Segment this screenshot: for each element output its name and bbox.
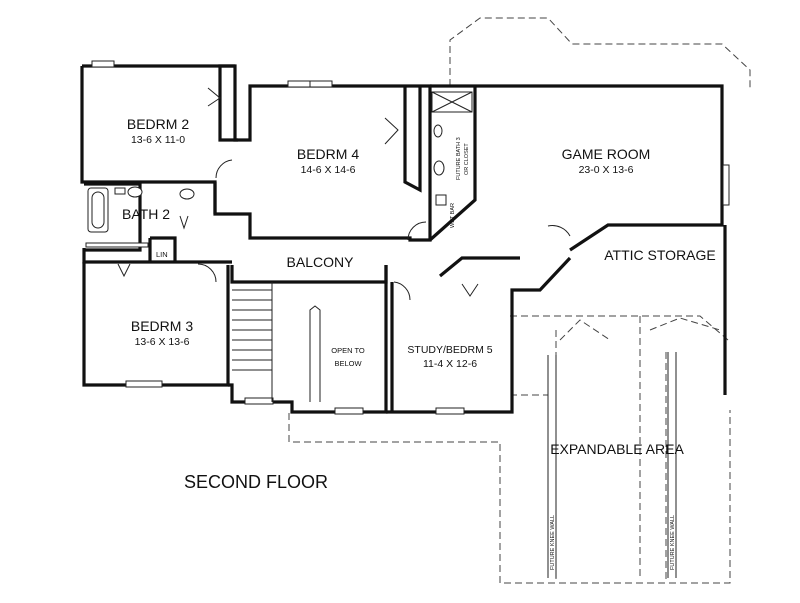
game-room-dims: 23-0 X 13-6: [579, 164, 634, 176]
bedrm4-name: BEDRM 4: [297, 146, 359, 162]
wet-bar-note: WET BAR: [450, 203, 456, 228]
study-name: STUDY/BEDRM 5: [407, 344, 492, 356]
doors: [117, 87, 571, 301]
game-room-name: GAME ROOM: [562, 146, 651, 162]
open-to-below-line2: BELOW: [334, 359, 362, 368]
bedrm2-name: BEDRM 2: [127, 116, 189, 132]
attic-storage-name: ATTIC STORAGE: [604, 247, 716, 263]
roof-outline: [288, 17, 751, 584]
study-dims: 11-4 X 12-6: [423, 358, 477, 370]
bedrm4-dims: 14-6 X 14-6: [301, 164, 356, 176]
knee-wall-right-note: FUTURE KNEE WALL: [670, 515, 676, 570]
fixtures: [85, 91, 473, 248]
open-to-below-line1: OPEN TO: [331, 346, 365, 355]
room-labels: BEDRM 2 13-6 X 11-0 BEDRM 4 14-6 X 14-6 …: [122, 116, 716, 492]
notes: FUTURE BATH 3 OR CLOSET WET BAR FUTURE K…: [450, 137, 676, 570]
floor-title: SECOND FLOOR: [184, 472, 328, 492]
knee-wall-left-note: FUTURE KNEE WALL: [550, 515, 556, 570]
balcony-name: BALCONY: [287, 254, 355, 270]
lin-name: LIN: [156, 250, 168, 259]
windows: [91, 60, 730, 415]
bedrm3-dims: 13-6 X 13-6: [135, 336, 190, 348]
bedrm3-name: BEDRM 3: [131, 318, 193, 334]
bedrm2-dims: 13-6 X 11-0: [131, 134, 185, 146]
or-closet-note: OR CLOSET: [464, 143, 470, 175]
bath2-name: BATH 2: [122, 206, 170, 222]
stairs: [232, 282, 321, 402]
walls: [80, 64, 727, 414]
expandable-area-name: EXPANDABLE AREA: [550, 441, 684, 457]
future-bath-note: FUTURE BATH 3: [456, 137, 462, 180]
